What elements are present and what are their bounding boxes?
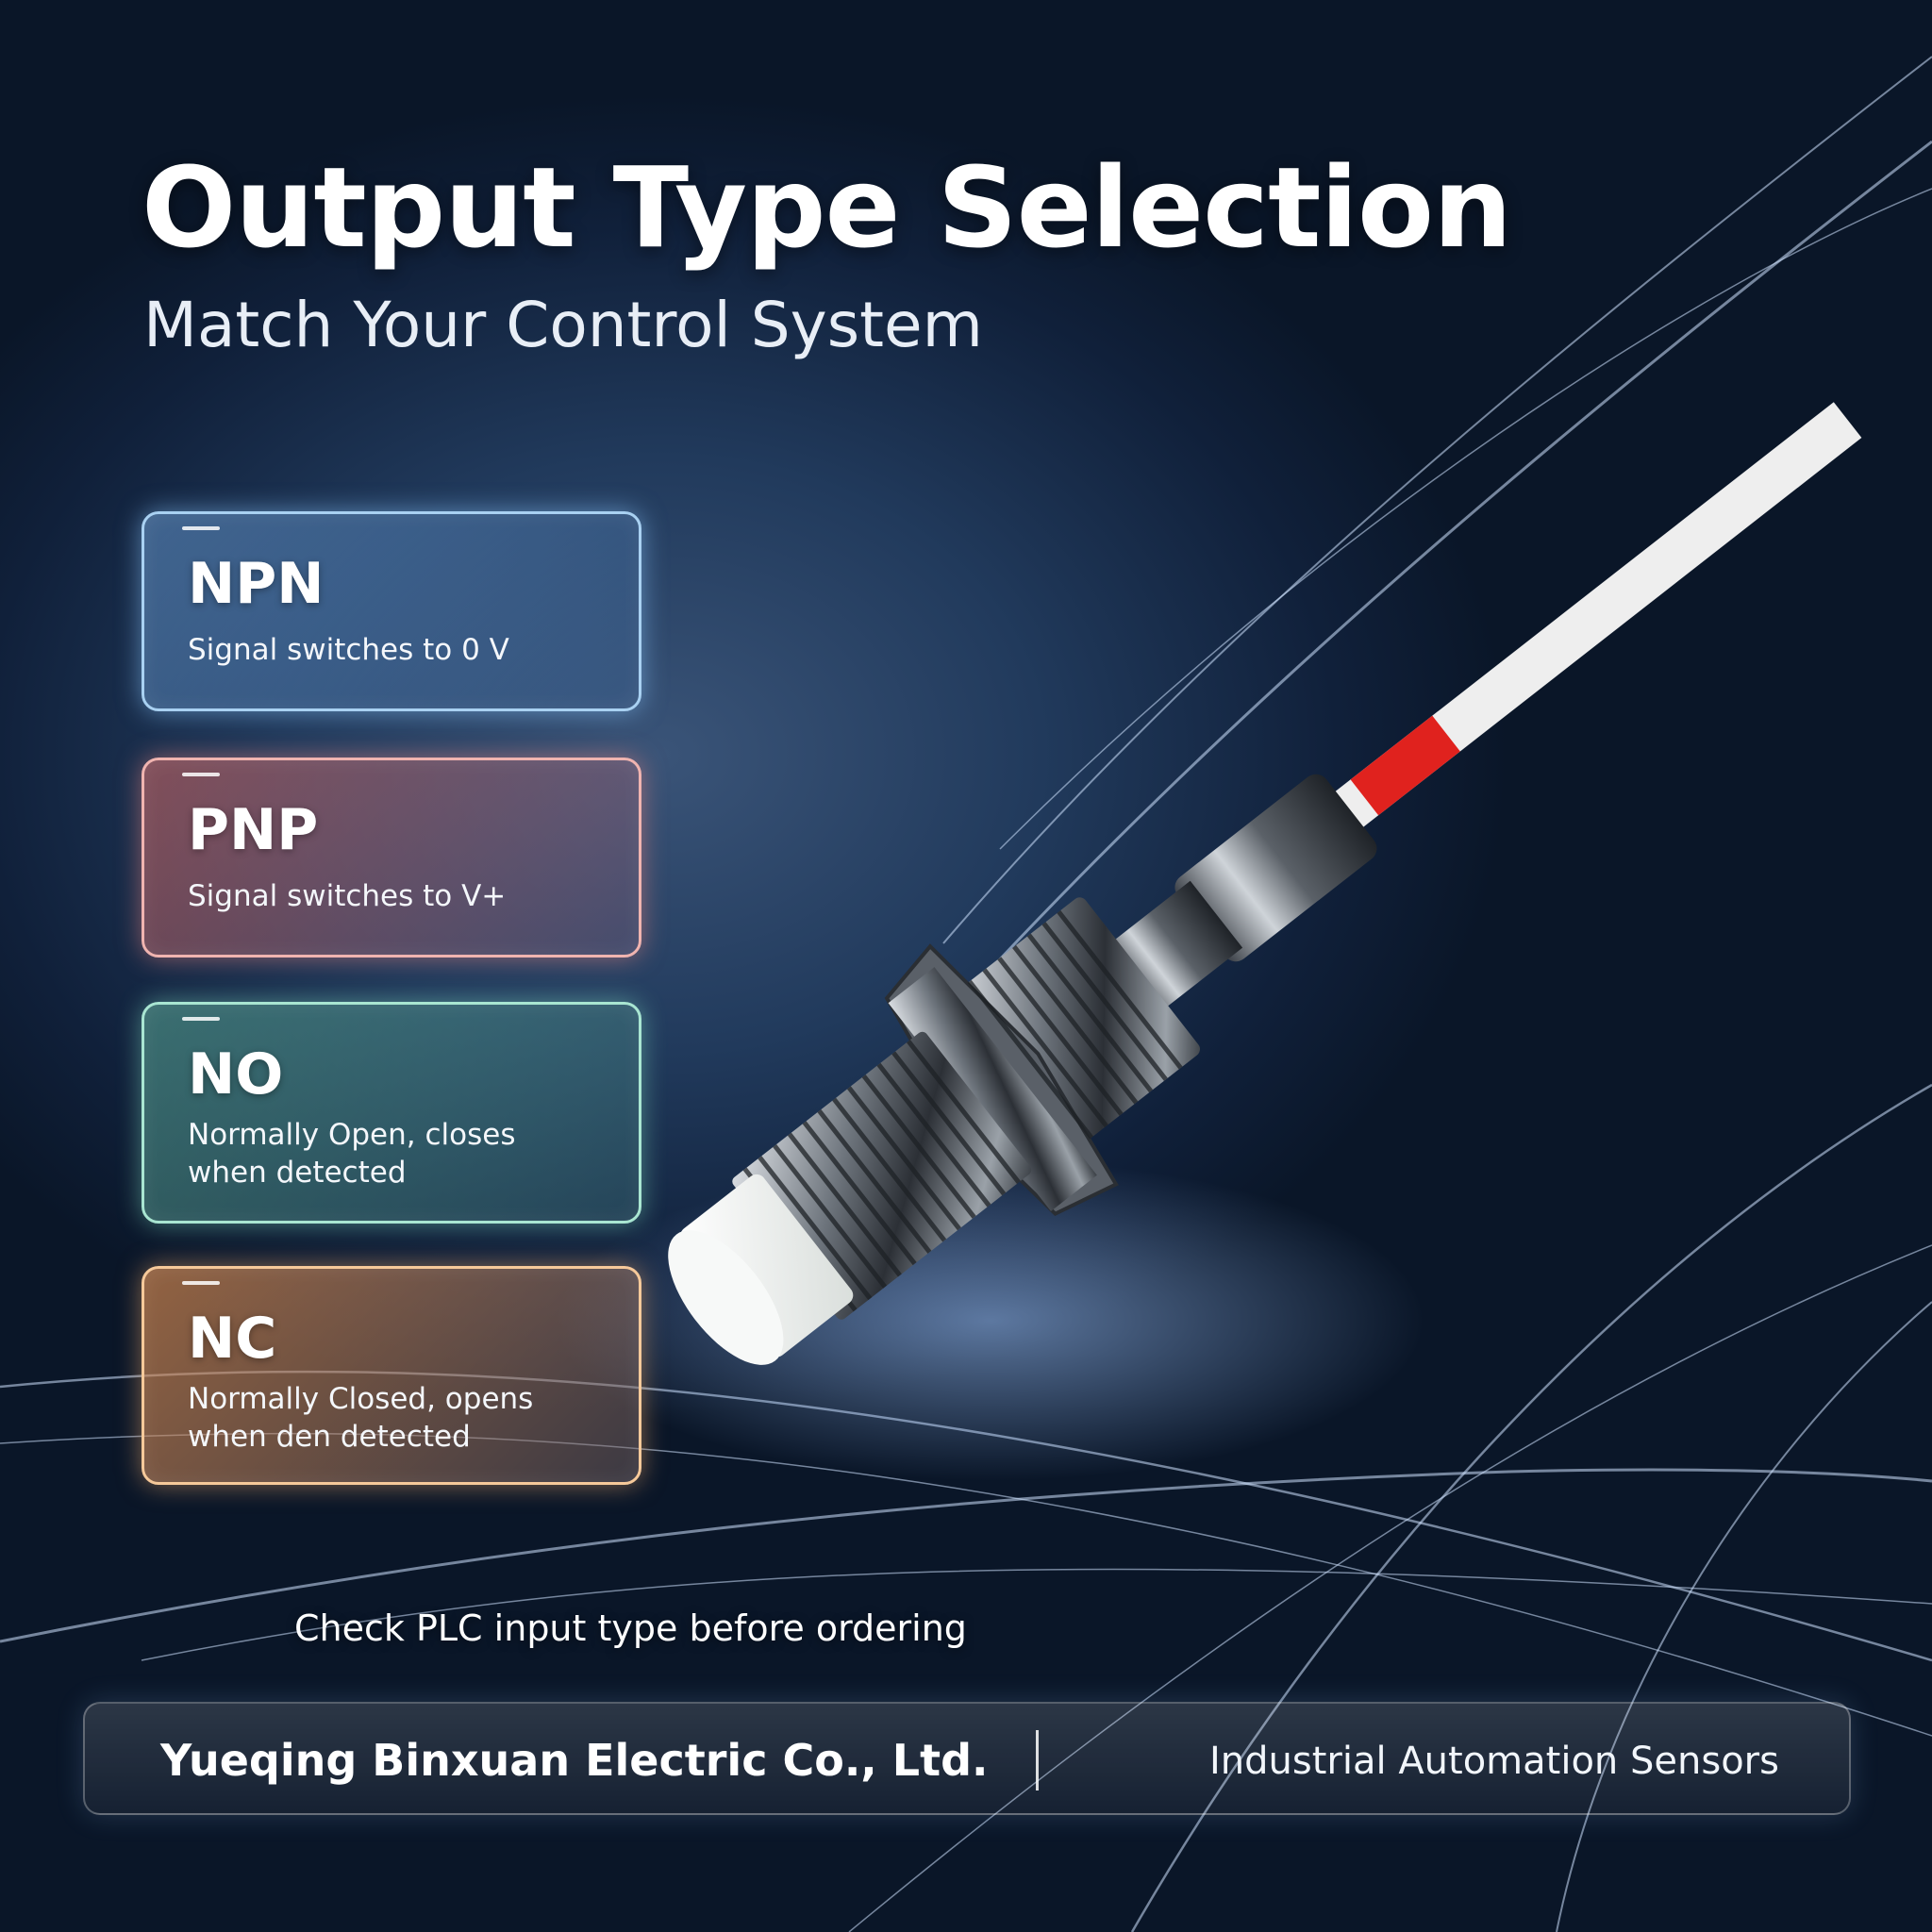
output-card-pnp: PNP Signal switches to V+ bbox=[142, 758, 641, 958]
description-line-1: Normally Open, closes bbox=[188, 1118, 516, 1152]
sensor-illustration bbox=[668, 402, 1862, 1365]
output-type-label: PNP bbox=[188, 797, 319, 863]
page-title: Output Type Selection bbox=[142, 142, 1512, 273]
company-name: Yueqing Binxuan Electric Co., Ltd. bbox=[160, 1735, 989, 1786]
card-accent-bar bbox=[182, 773, 220, 776]
footer-bar: Yueqing Binxuan Electric Co., Ltd. Indus… bbox=[83, 1702, 1851, 1815]
output-type-label: NC bbox=[188, 1306, 277, 1372]
output-type-description: Signal switches to 0 V bbox=[188, 633, 509, 667]
output-type-description: Signal switches to V+ bbox=[188, 879, 507, 913]
output-card-npn: NPN Signal switches to 0 V bbox=[142, 511, 641, 711]
page-subtitle: Match Your Control System bbox=[143, 289, 983, 361]
output-card-nc: NC Normally Closed, opens when den detec… bbox=[142, 1266, 641, 1485]
output-type-label: NO bbox=[188, 1041, 284, 1108]
ordering-note: Check PLC input type before ordering bbox=[294, 1607, 967, 1649]
output-type-description: Normally Closed, opens when den detected bbox=[188, 1380, 639, 1456]
company-tagline: Industrial Automation Sensors bbox=[1209, 1740, 1779, 1783]
output-card-no: NO Normally Open, closes when detected bbox=[142, 1002, 641, 1224]
description-line-1: Normally Closed, opens bbox=[188, 1382, 534, 1416]
output-type-description: Normally Open, closes when detected bbox=[188, 1116, 639, 1191]
description-line-2: when den detected bbox=[188, 1420, 471, 1454]
description-line-2: when detected bbox=[188, 1156, 407, 1190]
card-accent-bar bbox=[182, 526, 220, 530]
card-accent-bar bbox=[182, 1017, 220, 1021]
card-accent-bar bbox=[182, 1281, 220, 1285]
output-type-label: NPN bbox=[188, 551, 325, 617]
footer-divider bbox=[1036, 1730, 1039, 1790]
